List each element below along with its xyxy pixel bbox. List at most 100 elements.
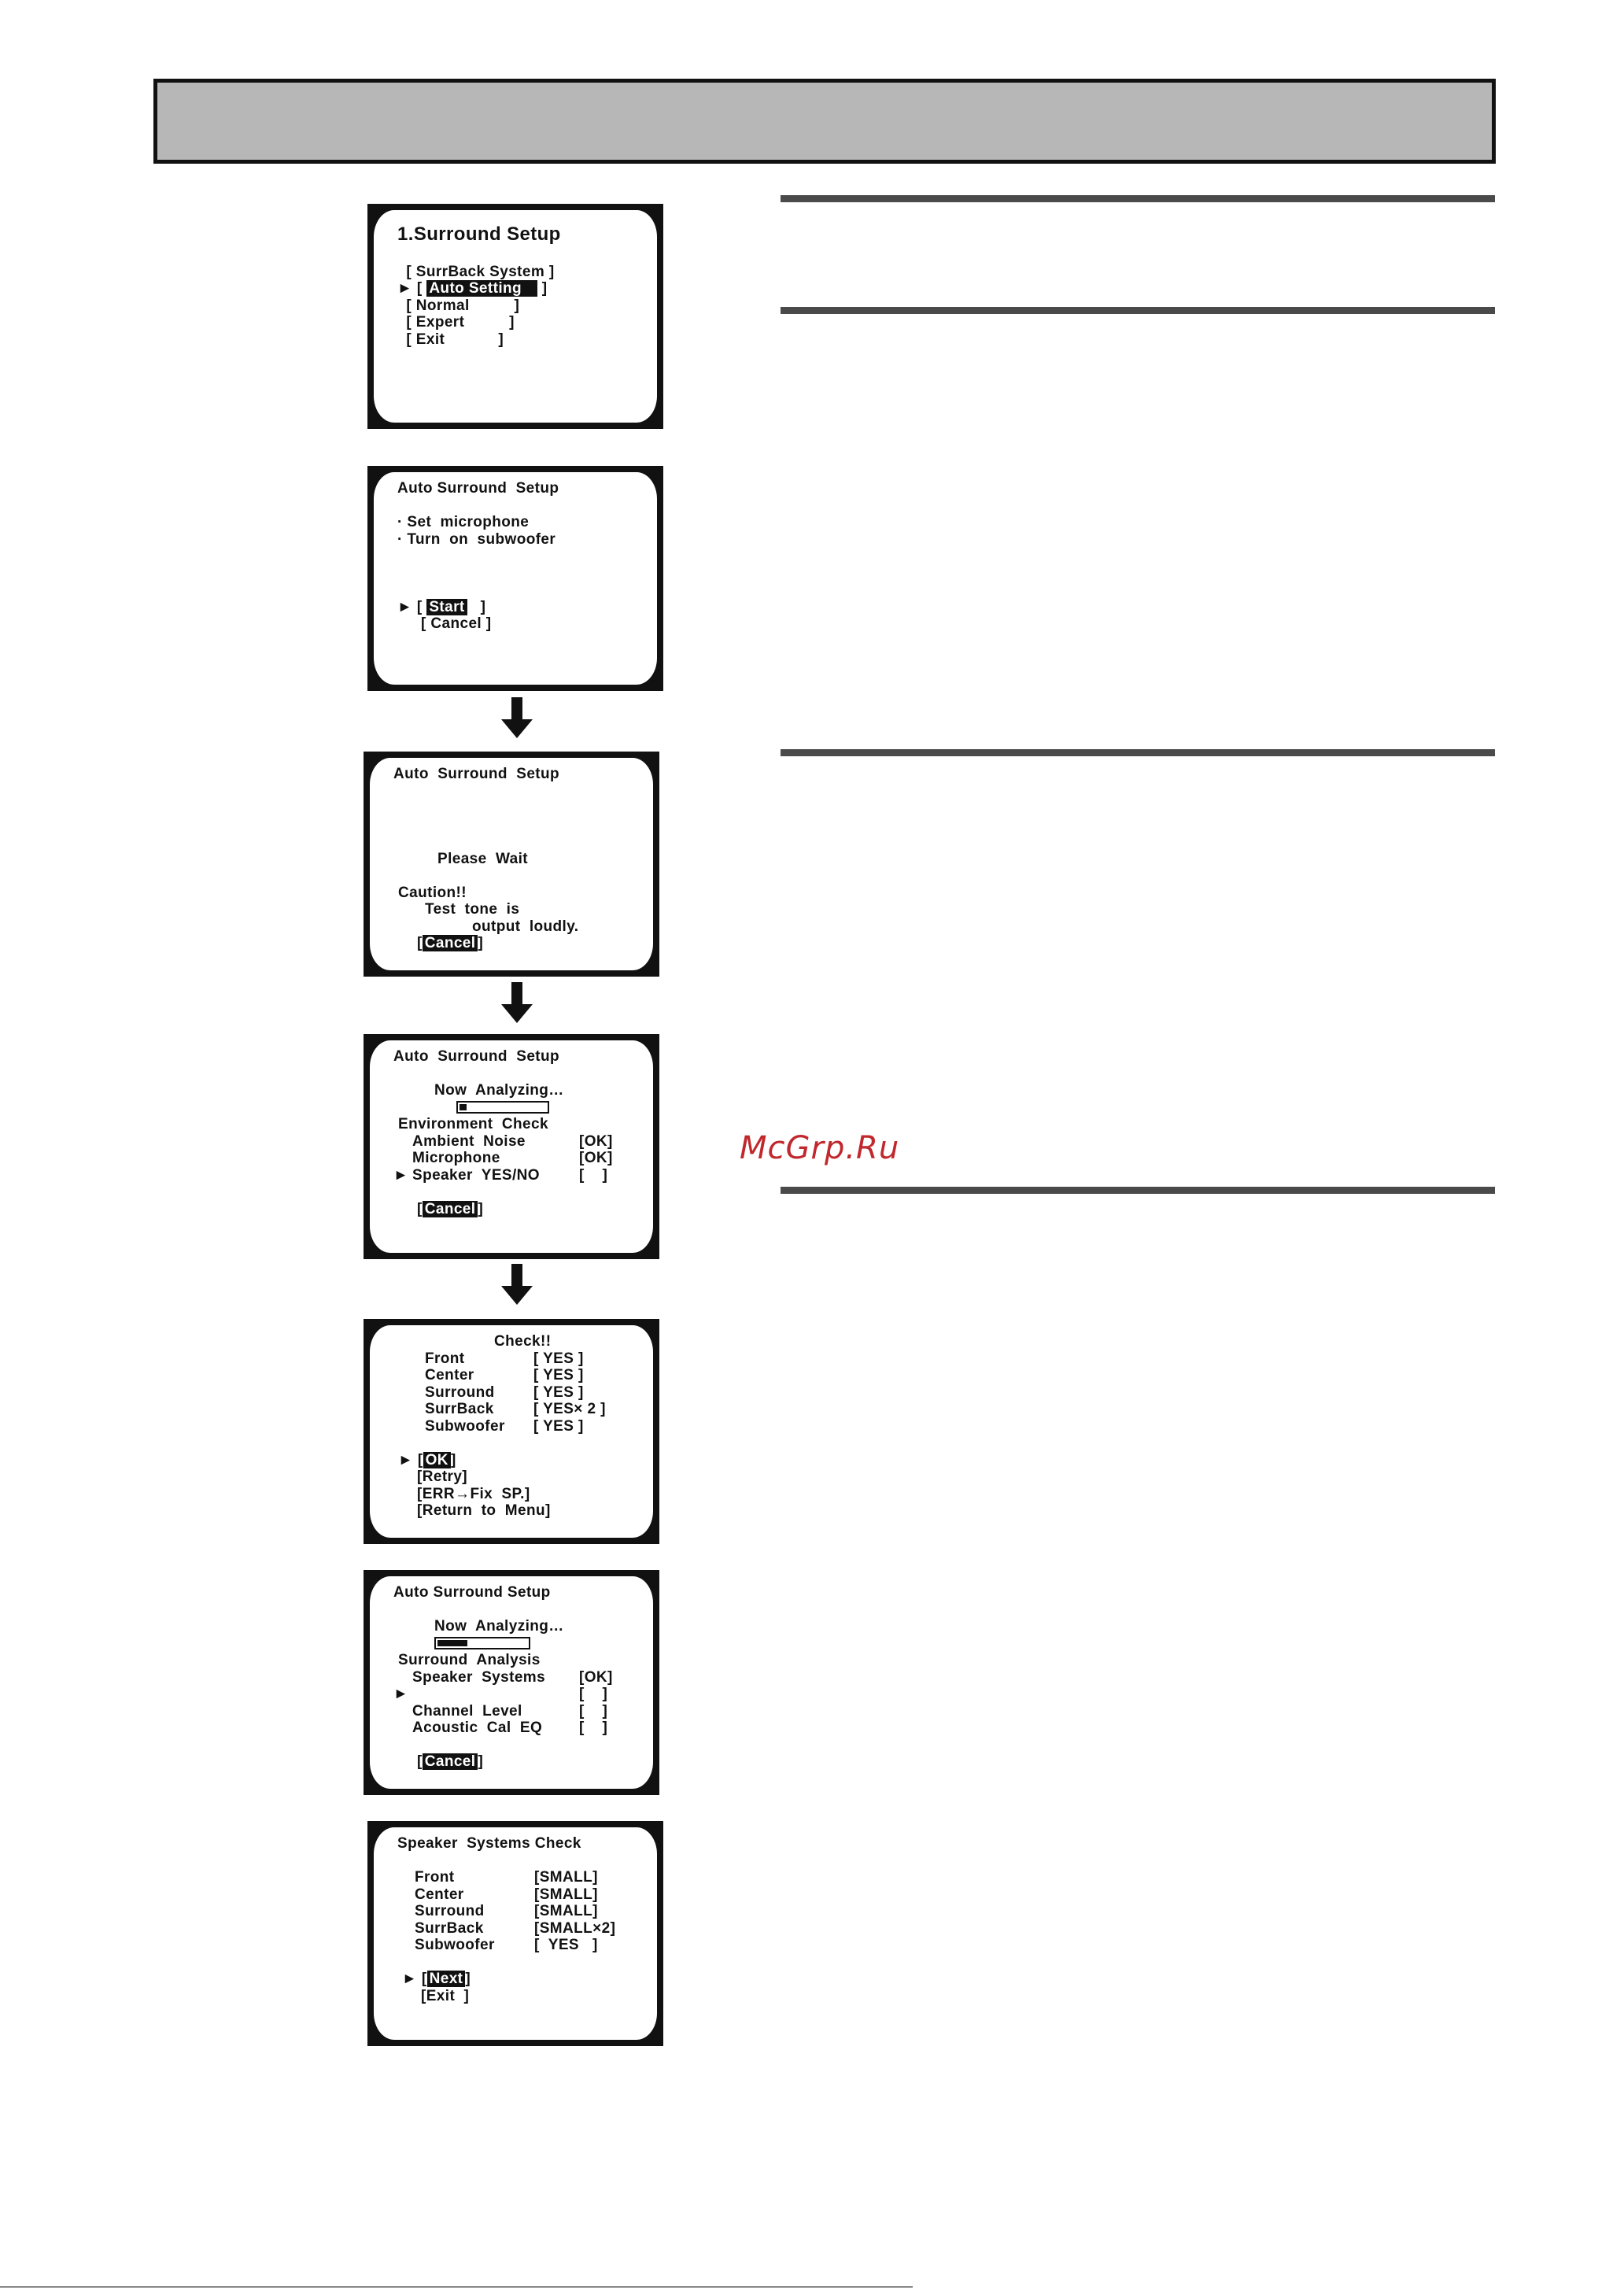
menu-item-label: Auto Setting [426, 280, 538, 297]
bracket: [ [406, 331, 416, 348]
menu-item[interactable]: [ Expert ] [397, 314, 633, 331]
speaker-status: [SMALL×2] [534, 1919, 616, 1937]
cancel-button[interactable]: Cancel [422, 935, 478, 951]
selection-pointer [393, 1669, 412, 1686]
menu-item[interactable]: ► [ Auto Setting ] [397, 280, 633, 297]
status-row: ► [ ] [393, 1686, 629, 1703]
screen-title: Auto Surround Setup [393, 766, 560, 782]
screen-auto-surround-start: Auto Surround Setup · Set microphone · T… [367, 466, 663, 691]
screen-speaker-systems-check: Speaker Systems Check Front[SMALL]Center… [367, 1821, 663, 2046]
speaker-status: [ YES× 2 ] [533, 1401, 606, 1417]
watermark: McGrp.Ru [740, 1130, 900, 1166]
selection-pointer [397, 264, 402, 280]
status-row: Channel Level [ ] [393, 1703, 629, 1720]
fix-speaker-option[interactable]: [ERR→Fix SP.] [417, 1485, 530, 1502]
screen-title: Auto Surround Setup [393, 1584, 551, 1601]
speaker-row: Front[SMALL] [397, 1869, 633, 1886]
progress-fill [437, 1640, 467, 1647]
status-label: Speaker Systems [412, 1668, 546, 1686]
bracket: [ [416, 280, 427, 297]
bracket: ] [504, 314, 515, 331]
ok-button[interactable]: OK [423, 1451, 451, 1468]
selection-pointer [397, 331, 402, 348]
section-rule [781, 1187, 1495, 1194]
screen-surround-setup: 1.Surround Setup [ SurrBack System ]► [ … [367, 204, 663, 429]
cancel-button[interactable]: Cancel [422, 1753, 478, 1770]
menu-item-label: SurrBack System [415, 263, 545, 280]
down-arrow-icon [501, 982, 533, 1023]
menu-item[interactable]: [ SurrBack System ] [397, 264, 633, 281]
status-label: Acoustic Cal EQ [412, 1720, 543, 1736]
bracket: ] [537, 280, 548, 297]
progress-bar [434, 1637, 530, 1650]
down-arrow-icon [501, 697, 533, 738]
section-rule [781, 749, 1495, 756]
section-rule [781, 307, 1495, 314]
ok-option[interactable]: ► [OK] [398, 1451, 456, 1468]
start-option[interactable]: ► [ Start ] [397, 598, 486, 615]
selection-pointer [393, 1133, 412, 1151]
status-value: [ ] [579, 1166, 608, 1184]
header-bar [153, 79, 1496, 164]
menu-item-label: Exit [415, 331, 494, 348]
screen-title: Check!! [494, 1333, 552, 1350]
selection-pointer [397, 314, 402, 331]
speaker-label: Surround [415, 1903, 485, 1919]
screen-environment-check: Auto Surround Setup Now Analyzing… Envir… [364, 1034, 659, 1259]
progress-fill [460, 1104, 467, 1111]
menu-item[interactable]: [ Exit ] [397, 331, 633, 349]
screen-title: Speaker Systems Check [397, 1835, 581, 1852]
status-row: ►Speaker YES/NO[ ] [393, 1167, 629, 1184]
cancel-option[interactable]: [ Cancel ] [421, 615, 492, 632]
status-label: Channel Level [412, 1702, 522, 1720]
next-option[interactable]: ► [Next] [402, 1971, 471, 1987]
menu-item[interactable]: [ Normal ] [397, 297, 633, 315]
screen-please-wait: Auto Surround Setup Please Wait Caution!… [364, 752, 659, 977]
speaker-label: SurrBack [425, 1401, 494, 1417]
status-value: [ ] [579, 1702, 608, 1720]
next-button[interactable]: Next [426, 1971, 466, 1987]
exit-option[interactable]: [Exit ] [421, 1987, 470, 2004]
speaker-row: Subwoofer [ YES ] [393, 1418, 629, 1435]
selection-pointer [393, 1703, 412, 1720]
return-menu-option[interactable]: [Return to Menu] [417, 1502, 551, 1519]
bracket: [ [406, 314, 416, 331]
start-button[interactable]: Start [426, 598, 467, 615]
bracket: ] [544, 263, 555, 280]
status-row: Ambient Noise[OK] [393, 1133, 629, 1151]
bracket: [ [406, 297, 416, 314]
speaker-status: [ YES ] [533, 1417, 584, 1435]
bracket: ] [493, 331, 504, 348]
screen-title: Auto Surround Setup [397, 480, 559, 497]
speaker-row: Surround[ YES ] [393, 1384, 629, 1402]
selection-pointer: ► [393, 1166, 409, 1184]
speaker-row: Subwoofer[ YES ] [397, 1937, 633, 1954]
status-value: [OK] [579, 1132, 613, 1150]
speaker-label: Front [425, 1350, 465, 1367]
selection-pointer [393, 1720, 412, 1737]
speaker-row: Center[SMALL] [397, 1886, 633, 1904]
speaker-row: Center[ YES ] [393, 1367, 629, 1384]
screen-title: Auto Surround Setup [393, 1048, 560, 1065]
status-value: [OK] [579, 1668, 613, 1686]
speaker-row: SurrBack [ YES× 2 ] [393, 1401, 629, 1418]
selection-pointer [393, 1150, 412, 1167]
section-label: Surround Analysis [398, 1652, 541, 1668]
status-row: Microphone[OK] [393, 1150, 629, 1167]
selection-pointer: ► [393, 1686, 409, 1702]
caution-label: Caution!! [398, 884, 467, 901]
footer-rule [0, 2286, 913, 2288]
speaker-label: SurrBack [415, 1919, 484, 1937]
selection-pointer: ► [397, 280, 413, 297]
screen-surround-analysis: Auto Surround Setup Now Analyzing… Surro… [364, 1570, 659, 1795]
caution-text: output loudly. [472, 918, 579, 935]
retry-option[interactable]: [Retry] [417, 1468, 468, 1485]
cancel-button[interactable]: Cancel [422, 1200, 478, 1217]
speaker-label: Subwoofer [425, 1417, 505, 1435]
speaker-row: SurrBack [SMALL×2] [397, 1920, 633, 1938]
speaker-label: Subwoofer [415, 1937, 495, 1953]
status-label: Microphone [412, 1150, 500, 1166]
status-row: Acoustic Cal EQ[ ] [393, 1720, 629, 1737]
section-rule [781, 195, 1495, 202]
status-value: [ ] [579, 1686, 608, 1702]
